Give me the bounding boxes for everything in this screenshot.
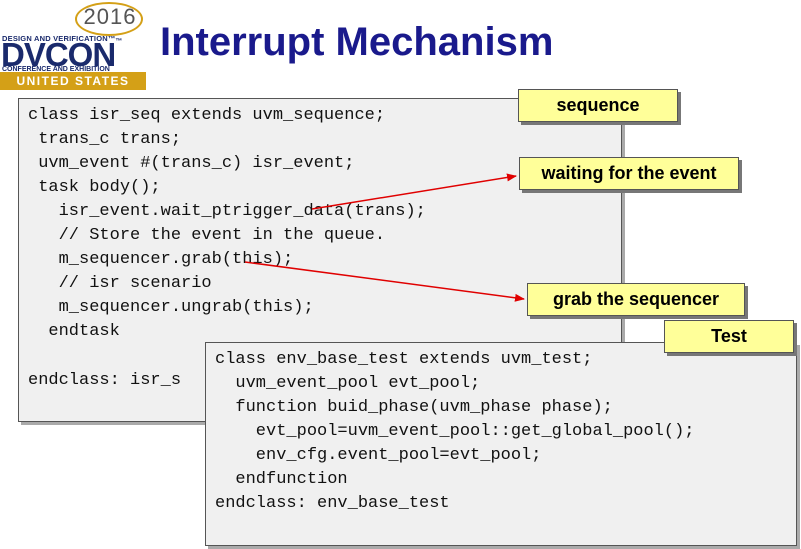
code-line: // Store the event in the queue. [28,226,386,245]
logo-wordmark: DVCON™ [1,38,122,71]
code-line: m_sequencer.ungrab(this); [28,298,314,317]
grab-label: grab the sequencer [527,283,745,316]
waiting-label: waiting for the event [519,157,739,190]
code-line: env_cfg.event_pool=evt_pool; [215,446,542,465]
code-line: trans_c trans; [28,130,182,149]
logo-region: UNITED STATES [0,72,146,90]
code-line: endtask [28,322,120,341]
logo-ring [75,2,143,36]
slide-title: Interrupt Mechanism [160,20,554,64]
code-line: endfunction [215,470,348,489]
code-line: task body(); [28,178,161,197]
code-line: isr_event.wait_ptrigger_data(trans); [28,202,426,221]
code-line: // isr scenario [28,274,212,293]
code-line: evt_pool=uvm_event_pool::get_global_pool… [215,422,695,441]
test-label: Test [664,320,794,353]
test-code-box: class env_base_test extends uvm_test; uv… [205,342,797,546]
sequence-label: sequence [518,89,678,122]
code-line: uvm_event #(trans_c) isr_event; [28,154,355,173]
logo-tagline: DESIGN AND VERIFICATION™ [2,34,116,43]
code-line: class isr_seq extends uvm_sequence; [28,106,386,125]
code-line: m_sequencer.grab(this); [28,250,294,269]
logo-subline: CONFERENCE AND EXHIBITION [2,66,110,73]
logo-year: 2016 [83,4,137,29]
dvcon-logo: 2016 DESIGN AND VERIFICATION™ DVCON™ CON… [0,0,150,92]
logo-tm: ™ [115,38,123,45]
code-line: endclass: isr_s [28,371,182,390]
code-line: uvm_event_pool evt_pool; [215,374,481,393]
code-line: function buid_phase(uvm_phase phase); [215,398,613,417]
logo-wordmark-text: DVCON [1,36,116,73]
code-line: endclass: env_base_test [215,494,450,513]
code-line: class env_base_test extends uvm_test; [215,350,593,369]
